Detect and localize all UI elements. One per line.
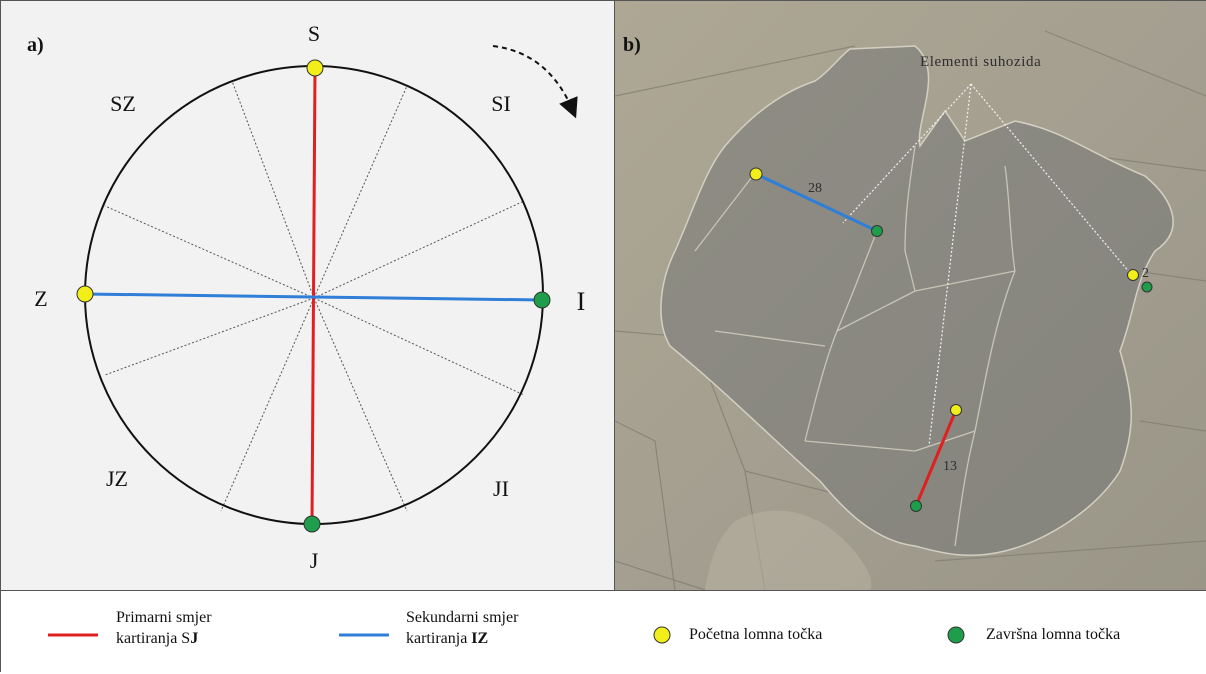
sector-line [313,297,525,396]
legend-secondary-line2-bold: IZ [471,630,489,647]
direction-label-south: J [310,548,319,573]
clockwise-arrow-icon [492,45,578,119]
segment-start-point [1127,269,1139,281]
legend-start-point-swatch [653,626,671,644]
legend-start-point-label: Početna lomna točka [689,626,823,643]
legend-symbols [48,626,965,644]
sector-line [220,297,315,512]
direction-label-northwest: SZ [110,91,136,116]
sector-line [313,297,408,512]
legend-secondary-label: Sekundarni smjer kartiranja IZ [406,607,518,649]
primary-segment [914,409,958,507]
panel-b-aerial-map: b) Elementi suhozida 28 13 2 [615,1,1206,590]
legend-primary-label: Primarni smjer kartiranja SJ [116,607,212,649]
secondary-direction-line [84,292,543,302]
legend-end-point-swatch [947,626,965,644]
direction-label-west: Z [34,286,47,311]
panel-a-compass: a) S SI I JI J JZ [1,1,615,590]
direction-label-east: I [577,287,586,316]
panel-a-label: a) [27,34,44,56]
walled-field-area [660,45,1174,557]
segment-end-point [871,225,883,237]
annotation-label: Elementi suhozida [920,54,1041,70]
secondary-segment [755,172,878,233]
segment-length-label: 13 [943,459,957,474]
legend-primary-line2: kartiranja SJ [116,628,212,649]
direction-label-southwest: JZ [106,466,128,491]
sector-line [104,205,315,299]
direction-label-northeast: SI [491,91,511,116]
sector-lines [104,80,525,512]
start-point-north [306,59,324,77]
disturbed-ground [705,510,872,590]
segment-end-point [910,500,922,512]
segment-end-point [1141,281,1153,293]
legend: Primarni smjer kartiranja SJ Sekundarni … [1,590,1206,674]
segment-start-point [950,404,962,416]
legend-primary-line1: Primarni smjer [116,609,212,626]
segment-length-label: 28 [808,181,822,196]
leader-lines [842,83,1131,447]
end-point-south [303,515,321,533]
sector-line [231,80,315,299]
sector-line [313,85,408,299]
segment-start-point [749,167,763,181]
end-point-east [533,291,551,309]
segment-length-label: 2 [1142,266,1149,281]
legend-primary-line2-prefix: kartiranja S [116,630,191,647]
legend-secondary-line2-prefix: kartiranja [406,630,472,647]
direction-label-southeast: JI [493,476,509,501]
legend-secondary-line2: kartiranja IZ [406,628,518,649]
sector-line [313,200,525,299]
direction-label-north: S [308,21,320,46]
sector-line [104,297,315,376]
compass-diagram: a) S SI I JI J JZ [27,21,586,573]
legend-end-point-label: Završna lomna točka [986,626,1121,643]
legend-secondary-line1: Sekundarni smjer [406,609,519,626]
panel-b-label: b) [623,34,641,56]
legend-primary-line2-bold: J [190,630,199,647]
start-point-west [76,285,94,303]
aerial-map: b) Elementi suhozida 28 13 2 [615,1,1206,590]
